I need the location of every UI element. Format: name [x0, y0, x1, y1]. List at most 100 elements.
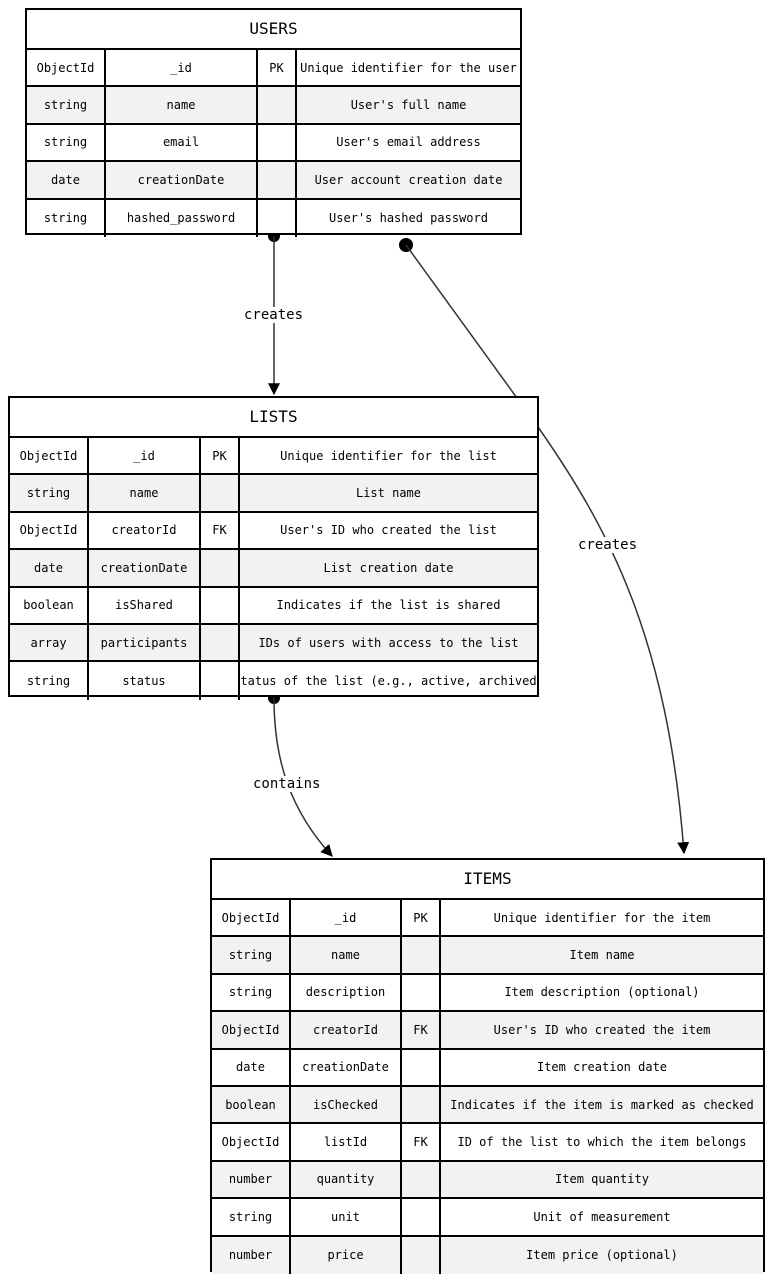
- field-type: number: [212, 1161, 291, 1198]
- field-name: price: [291, 1236, 402, 1274]
- field-description: User's ID who created the list: [280, 523, 497, 538]
- field-name: name: [106, 87, 258, 123]
- field-description: Item creation date: [536, 1060, 668, 1075]
- field-type: string: [10, 475, 89, 511]
- field-type: date: [10, 550, 89, 586]
- field-type: date: [212, 1049, 291, 1085]
- field-description: Item price (optional): [526, 1248, 678, 1263]
- field-name: isChecked: [291, 1086, 402, 1123]
- field-key: [402, 1086, 441, 1123]
- field-description: Unique identifier for the list: [280, 448, 497, 463]
- field-name: unit: [291, 1199, 402, 1235]
- field-type: array: [10, 624, 89, 661]
- field-description: Unique identifier for the user: [300, 60, 517, 75]
- field-key: [201, 475, 240, 511]
- field-description: User's email address: [336, 135, 481, 150]
- field-type: ObjectId: [27, 50, 106, 86]
- field-name: status: [89, 662, 201, 700]
- field-key: [258, 87, 297, 123]
- field-name: participants: [89, 624, 201, 661]
- edge-label-users-lists: creates: [242, 307, 306, 323]
- field-description: List creation date: [323, 560, 454, 575]
- field-type: ObjectId: [212, 900, 291, 936]
- field-name: creationDate: [106, 162, 258, 198]
- field-description: Item description (optional): [504, 985, 700, 1000]
- field-name: creationDate: [89, 550, 201, 586]
- field-type: ObjectId: [10, 512, 89, 549]
- field-key: [258, 199, 297, 237]
- field-key: [201, 587, 240, 623]
- field-name: hashed_password: [106, 199, 258, 237]
- field-name: isShared: [89, 587, 201, 623]
- edge-label-users-items: creates: [576, 537, 640, 553]
- field-type: date: [27, 162, 106, 198]
- field-type: boolean: [212, 1086, 291, 1123]
- edge-label-lists-items: contains: [251, 776, 323, 792]
- field-description: Unique identifier for the item: [493, 910, 711, 925]
- field-name: _id: [291, 900, 402, 936]
- entity-title: USERS: [27, 10, 520, 50]
- edge-users-items: [405, 244, 690, 855]
- field-name: quantity: [291, 1161, 402, 1198]
- field-name: name: [89, 475, 201, 511]
- field-type: ObjectId: [10, 438, 89, 474]
- field-description: Item quantity: [555, 1172, 649, 1187]
- field-key: [201, 550, 240, 586]
- field-type: string: [212, 937, 291, 973]
- field-type: boolean: [10, 587, 89, 623]
- entity-title: LISTS: [10, 398, 537, 438]
- field-type: string: [27, 87, 106, 123]
- field-key: [258, 124, 297, 161]
- field-type: string: [212, 1199, 291, 1235]
- field-description: Indicates if the list is shared: [276, 598, 501, 613]
- field-type: ObjectId: [212, 1124, 291, 1160]
- field-name: _id: [89, 438, 201, 474]
- field-name: description: [291, 974, 402, 1011]
- field-type: number: [212, 1236, 291, 1274]
- field-key: [402, 1049, 441, 1085]
- field-type: ObjectId: [212, 1012, 291, 1048]
- field-name: creatorId: [291, 1012, 402, 1048]
- field-description: ID of the list to which the item belongs: [457, 1135, 747, 1150]
- field-key: [402, 1236, 441, 1274]
- field-key: FK: [201, 512, 240, 549]
- field-key: PK: [402, 900, 441, 936]
- field-type: string: [27, 199, 106, 237]
- field-description: User's hashed password: [329, 211, 488, 226]
- field-key: PK: [258, 50, 297, 86]
- field-name: email: [106, 124, 258, 161]
- field-key: PK: [201, 438, 240, 474]
- field-name: creatorId: [89, 512, 201, 549]
- field-name: _id: [106, 50, 258, 86]
- field-description: User's ID who created the item: [493, 1022, 711, 1037]
- field-description: Status of the list (e.g., active, archiv…: [240, 674, 537, 689]
- field-key: [402, 1161, 441, 1198]
- field-key: [402, 1199, 441, 1235]
- entity-title: ITEMS: [212, 860, 763, 900]
- field-key: [258, 162, 297, 198]
- field-name: creationDate: [291, 1049, 402, 1085]
- field-type: string: [10, 662, 89, 700]
- field-key: FK: [402, 1124, 441, 1160]
- field-description: List name: [355, 486, 422, 501]
- field-description: User account creation date: [314, 172, 503, 187]
